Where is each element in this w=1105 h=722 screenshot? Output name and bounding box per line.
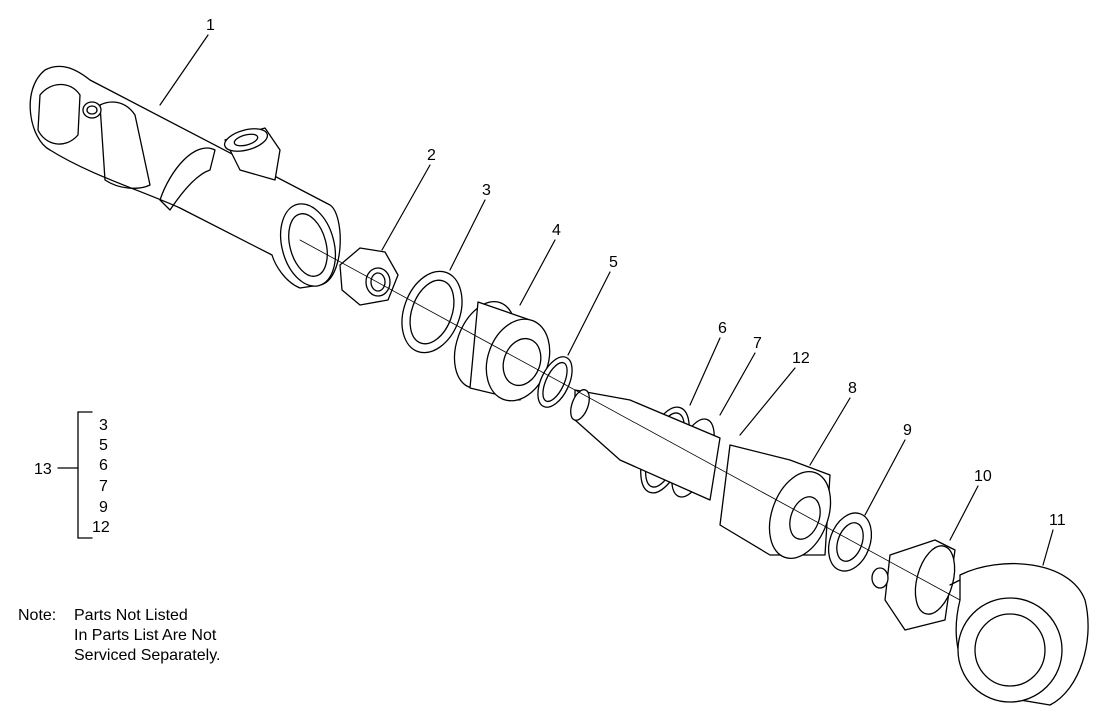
part-12-rod (570, 389, 721, 501)
leader-lines (159, 34, 1054, 566)
kit-item: 12 (92, 519, 110, 536)
note-text: Parts Not Listed In Parts List Are Not S… (74, 606, 220, 666)
note-line: In Parts List Are Not (74, 627, 217, 644)
part-11-clevis-eye (949, 562, 1089, 706)
callout-4: 4 (552, 222, 561, 239)
kit-item: 7 (99, 478, 108, 495)
kit-label: 13 (34, 461, 52, 478)
callout-2: 2 (427, 147, 436, 164)
callout-12: 12 (792, 350, 810, 367)
note-line: Parts Not Listed (74, 607, 188, 624)
callout-9: 9 (903, 422, 912, 439)
callout-labels: 1 2 3 4 5 6 7 12 8 9 10 11 13 3 5 6 7 9 … (34, 17, 1066, 536)
callout-5: 5 (609, 254, 618, 271)
callout-6: 6 (718, 320, 727, 337)
callout-10: 10 (974, 468, 992, 485)
note-prefix: Note: (18, 607, 57, 624)
callout-3: 3 (482, 182, 491, 199)
part-9-wiper (827, 512, 873, 572)
kit-bracket (57, 411, 93, 539)
callout-7: 7 (753, 335, 762, 352)
note-block: Note: (18, 606, 56, 626)
callout-8: 8 (848, 380, 857, 397)
kit-item: 9 (99, 499, 108, 516)
part-4-piston (453, 300, 551, 402)
note-line: Serviced Separately. (74, 647, 221, 664)
callout-11: 11 (1049, 512, 1066, 529)
kit-item: 3 (99, 417, 108, 434)
part-10-rod-end (871, 539, 956, 631)
part-8-gland (719, 444, 832, 560)
part-2-hex-nut (339, 247, 399, 306)
callout-1: 1 (206, 17, 215, 34)
kit-item: 5 (99, 437, 108, 454)
kit-item: 6 (99, 457, 108, 474)
part-5-o-ring (537, 356, 573, 408)
part-1-cylinder-body (29, 65, 341, 289)
